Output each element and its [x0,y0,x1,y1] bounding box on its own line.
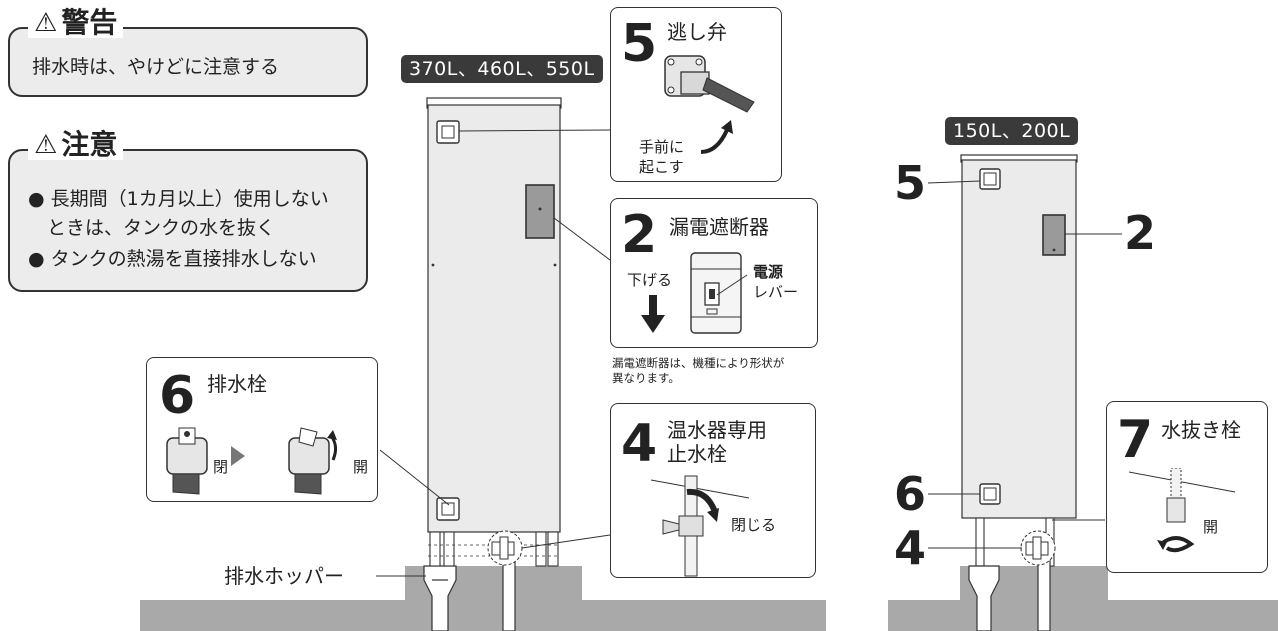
step2-lever-line1: 電源 [753,263,784,281]
caution-title-text: 注意 [61,128,118,161]
drain-plug-cover-large [436,497,460,521]
side-label-5: 5 [894,156,927,210]
step7-open-label: 開 [1203,518,1219,536]
step6-open-label: 開 [353,458,369,476]
side-label-2: 2 [1124,206,1157,260]
step4-callout: 4 温水器専用 止水栓 閉じる [610,403,816,578]
step7-number: 7 [1117,410,1154,470]
step4-caption: 閉じる [731,516,777,534]
step6-closed-label: 閉 [213,458,229,476]
step7-callout: 7 水抜き栓 開 [1106,401,1268,573]
step2-lower-label: 下げる [627,271,673,289]
ground-left [140,566,826,631]
warning-triangle-icon: ⚠ [34,8,58,38]
warning-box [8,27,368,97]
stop-valve-large [487,530,523,566]
side-label-6: 6 [894,467,927,521]
caution-item-1: ● 長期間（1カ月以上）使用しない [28,188,329,210]
large-tank-body [426,97,562,567]
stop-valve-small [1020,530,1056,566]
step5-caption-line2: 起こす [639,158,684,176]
drain-plug-closed-icon [166,427,208,495]
drain-hopper-left [423,565,457,631]
step7-title: 水抜き栓 [1161,418,1241,442]
step5-title: 逃し弁 [667,20,727,44]
step2-callout: 2 漏電遮断器 下げる 電源 レバー [610,198,818,348]
caution-item-3: ● タンクの熱湯を直接排水しない [28,248,317,270]
relief-valve-cover-large [436,120,460,144]
step6-title: 排水栓 [207,372,267,396]
caution-item-2: ときは、タンクの水を抜く [28,217,276,239]
drain-plug-open-icon [288,427,338,495]
drain-hopper-right [968,565,1000,631]
raise-arrow-icon [700,120,733,154]
breaker-panel-large [525,184,555,239]
side-label-4: 4 [894,521,927,575]
step4-number: 4 [621,414,658,474]
caution-triangle-icon: ⚠ [34,130,58,160]
warning-title: ⚠ 警告 [28,6,124,39]
step5-callout: 5 逃し弁 手前に 起こす [610,7,782,182]
step4-title-line2: 止水栓 [667,442,727,466]
capacity-badge-small: 150L、200L [945,117,1079,145]
step4-title-line1: 温水器専用 [667,418,767,442]
warning-title-text: 警告 [61,6,118,39]
caution-box [8,149,368,292]
breaker-panel-small [1042,214,1066,256]
drain-plug-cover-small [979,483,1001,505]
step2-note-line2: 異なります。 [612,371,680,385]
down-arrow-icon [641,295,665,333]
relief-valve-cover-small [979,168,1001,190]
step2-title: 漏電遮断器 [669,215,769,239]
hopper-label: 排水ホッパー [224,564,344,588]
ground-right [888,566,1278,631]
warning-text: 排水時は、やけどに注意する [32,56,280,78]
step5-caption-line1: 手前に [639,138,685,156]
caution-title: ⚠ 注意 [28,128,124,161]
relief-valve-icon [664,55,755,113]
lever-pointer-line [716,274,748,296]
step6-number: 6 [159,366,196,426]
drain-valve-icon [1128,468,1236,553]
step6-callout: 6 排水栓 閉 開 [146,357,378,502]
step2-number: 2 [621,205,658,265]
arrow-right-icon [231,446,245,466]
step5-number: 5 [621,14,658,74]
capacity-badge-large: 370L、460L、550L [401,55,603,83]
stop-valve-icon [650,475,750,577]
breaker-icon [690,252,742,334]
step2-note-line1: 漏電遮断器は、機種により形状が [612,356,785,370]
step2-lever-line2: レバー [753,283,799,301]
